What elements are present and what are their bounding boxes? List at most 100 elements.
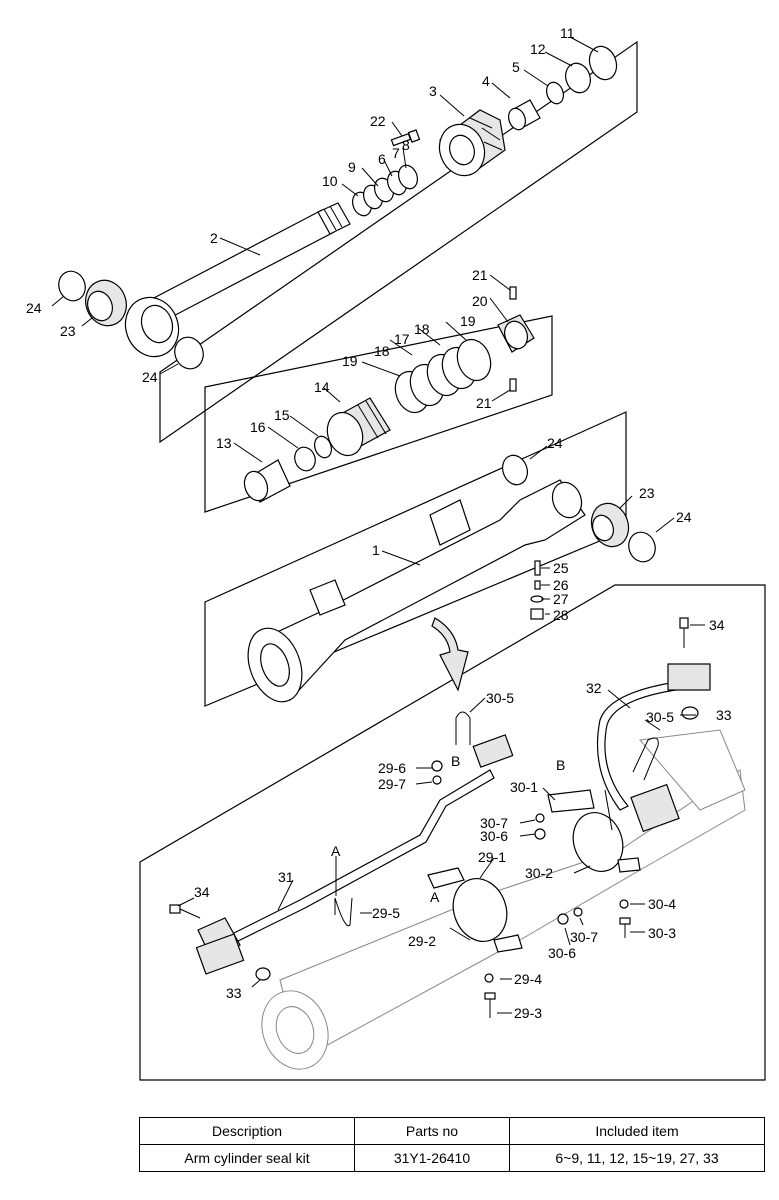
label-14: 14: [314, 379, 330, 395]
label-30-7: 30-7: [570, 929, 598, 945]
label-20: 20: [472, 293, 488, 309]
label-12: 12: [530, 41, 546, 57]
label-30-6: 30-6: [480, 828, 508, 844]
part-labels: 11 12 5 4 3 22 8 7 6 9 10 2 24 23 24 21 …: [26, 25, 732, 1021]
label-3: 3: [429, 83, 437, 99]
pipe-rod-side: [229, 769, 495, 944]
label-9: 9: [348, 159, 356, 175]
label-33: 33: [716, 707, 732, 723]
table-header-row: Description Parts no Included item: [139, 1117, 765, 1145]
label-11: 11: [560, 25, 575, 41]
u-bolt: [455, 711, 471, 745]
label-24: 24: [676, 509, 692, 525]
label-31: 31: [278, 869, 294, 885]
label-19: 19: [342, 353, 358, 369]
cell-description: Arm cylinder seal kit: [139, 1144, 355, 1172]
o-ring-flange: [255, 967, 271, 981]
label-27: 27: [553, 591, 569, 607]
label-30-4: 30-4: [648, 896, 676, 912]
piston-nut: [497, 314, 535, 353]
label-32: 32: [586, 680, 602, 696]
label-30-1: 30-1: [510, 779, 538, 795]
header-parts-no: Parts no: [354, 1117, 510, 1145]
label-23: 23: [639, 485, 655, 501]
label-5: 5: [512, 59, 520, 75]
label-7: 7: [392, 145, 400, 161]
exploded-view-diagram: 11 12 5 4 3 22 8 7 6 9 10 2 24 23 24 21 …: [26, 25, 766, 1081]
dust-seal-ring: [502, 454, 528, 486]
u-bolt: [632, 737, 659, 781]
label-22: 22: [370, 113, 386, 129]
u-bolt: [334, 897, 353, 927]
label-18: 18: [374, 343, 390, 359]
label-6: 6: [378, 151, 386, 167]
o-ring-cover: [588, 45, 618, 81]
label-10: 10: [322, 173, 338, 189]
label-29-4: 29-4: [514, 971, 542, 987]
cushion-ring: [243, 459, 291, 503]
bolt: [169, 904, 201, 919]
label-1: 1: [372, 542, 380, 558]
hex-nuts: [431, 760, 629, 983]
flange: [630, 783, 680, 833]
label-29-2: 29-2: [408, 933, 436, 949]
piston-seals: [394, 338, 492, 414]
pipe-band: [547, 789, 641, 873]
ref-A: A: [430, 889, 440, 905]
label-28: 28: [553, 607, 569, 623]
piston-rod: [149, 202, 351, 323]
label-24: 24: [142, 369, 158, 385]
cell-included-item: 6~9, 11, 12, 15~19, 27, 33: [509, 1144, 765, 1172]
label-33: 33: [226, 985, 242, 1001]
label-29-3: 29-3: [514, 1005, 542, 1021]
label-29-1: 29-1: [478, 849, 506, 865]
label-21: 21: [476, 395, 492, 411]
assembly-arrow: [431, 617, 469, 692]
dust-seal-ring: [174, 336, 204, 370]
bushing-tube: [590, 502, 630, 548]
rod-cover: [438, 109, 506, 177]
label-30-7: 30-7: [480, 815, 508, 831]
header-included-item: Included item: [509, 1117, 765, 1145]
label-19: 19: [460, 313, 476, 329]
flange: [667, 663, 711, 691]
ring: [294, 446, 316, 472]
label-29-7: 29-7: [378, 776, 406, 792]
bushing: [507, 99, 541, 131]
flange: [472, 734, 514, 768]
check-valve: [534, 560, 541, 576]
dust-seal-ring: [58, 270, 86, 302]
label-29-5: 29-5: [372, 905, 400, 921]
dust-seal-ring: [628, 531, 656, 563]
label-4: 4: [482, 73, 490, 89]
label-25: 25: [553, 560, 569, 576]
leader-lines: [51, 36, 705, 1014]
rod-seal: [565, 62, 591, 94]
label-30-2: 30-2: [525, 865, 553, 881]
piston: [326, 397, 391, 457]
label-34: 34: [194, 884, 210, 900]
piston-group-frame: [204, 315, 553, 513]
header-description: Description: [139, 1117, 355, 1145]
set-screw: [509, 286, 517, 300]
table-row: Arm cylinder seal kit 31Y1-26410 6~9, 11…: [139, 1144, 765, 1172]
set-screw: [509, 378, 517, 392]
pipe-band: [427, 867, 523, 953]
plug: [530, 608, 544, 620]
label-2: 2: [210, 230, 218, 246]
o-ring-flange: [681, 706, 699, 720]
label-23: 23: [60, 323, 76, 339]
label-16: 16: [250, 419, 266, 435]
bolt: [679, 617, 689, 648]
snap-ring: [545, 81, 565, 105]
cylinder-ghost: [261, 729, 746, 1070]
label-30-6: 30-6: [548, 945, 576, 961]
label-30-3: 30-3: [648, 925, 676, 941]
label-13: 13: [216, 435, 232, 451]
label-8: 8: [402, 137, 410, 153]
spring: [534, 580, 541, 590]
flange: [195, 917, 245, 975]
label-17: 17: [394, 331, 410, 347]
rod-eye: [124, 296, 180, 358]
cell-parts-no: 31Y1-26410: [354, 1144, 510, 1172]
